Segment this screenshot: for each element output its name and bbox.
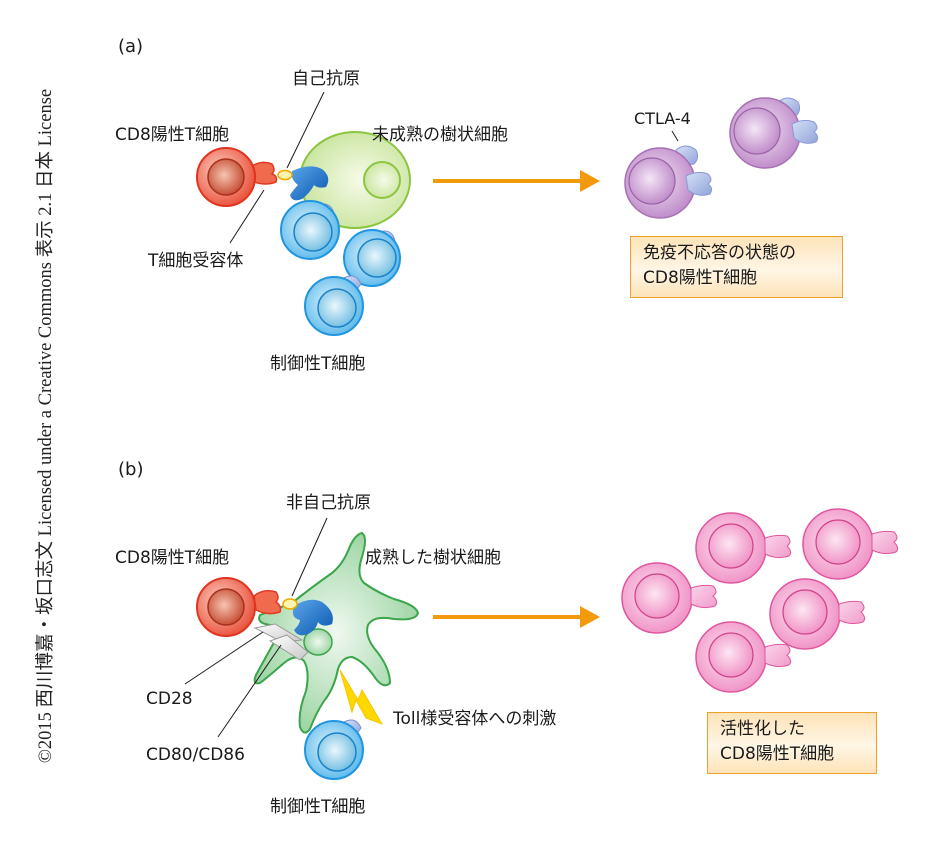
immature-dc-label: 未成熟の樹状細胞 <box>372 124 508 145</box>
outcome-box-activated: 活性化した CD8陽性T細胞 <box>707 712 877 774</box>
mhc-molecule <box>290 166 329 201</box>
cd80-cd86-label: CD80/CD86 <box>146 745 245 765</box>
cd80-cd86-molecule <box>268 634 309 661</box>
outcome-line: CD8陽性T細胞 <box>643 268 758 288</box>
dc-nucleus <box>303 628 333 656</box>
cd8-t-cell-label: CD8陽性T細胞 <box>115 548 229 568</box>
activated-cd8-cell <box>769 578 866 650</box>
immature-dendritic-cell <box>299 131 411 229</box>
self-antigen <box>277 169 293 181</box>
anergic-cd8-cell <box>624 145 713 219</box>
outcome-line: 免疫不応答の状態の <box>643 243 796 263</box>
cd8-t-cell <box>196 577 282 637</box>
leader-line <box>286 91 325 169</box>
non-self-antigen-label: 非自己抗原 <box>286 493 371 513</box>
leader-line <box>184 631 264 685</box>
mature-dendritic-cell <box>253 531 420 734</box>
leader-line <box>229 189 265 244</box>
leader-line <box>671 130 679 142</box>
tcr-label: T細胞受容体 <box>147 251 243 271</box>
treg-cell <box>280 200 340 260</box>
toll-signal-icon <box>339 669 384 725</box>
panel-a-label: (a) <box>118 36 143 57</box>
outcome-line: 活性化した <box>720 719 805 739</box>
treg-cell <box>343 229 401 287</box>
treg-cell <box>304 719 364 780</box>
leader-line <box>291 517 328 597</box>
activated-cd8-cell <box>802 508 899 580</box>
outcome-box-anergic: 免疫不応答の状態の CD8陽性T細胞 <box>630 236 843 298</box>
non-self-antigen <box>282 598 298 610</box>
arrow-to-outcome-a <box>433 170 600 192</box>
treg-label: 制御性T細胞 <box>270 797 365 817</box>
outcome-line: CD8陽性T細胞 <box>720 744 835 764</box>
toll-label: Toll様受容体への刺激 <box>392 709 556 729</box>
anergic-cd8-cell <box>729 97 819 169</box>
leader-line <box>217 644 282 738</box>
panel-b-label: (b) <box>118 459 143 480</box>
activated-cd8-cell <box>695 621 792 693</box>
treg-cell <box>304 275 364 336</box>
cd8-t-cell <box>196 147 278 207</box>
mature-dc-label: 成熟した樹状細胞 <box>365 547 501 568</box>
activated-cd8-cell <box>695 512 792 584</box>
cd8-t-cell-label: CD8陽性T細胞 <box>115 125 229 145</box>
cd28-label: CD28 <box>146 689 193 709</box>
mhc-molecule <box>292 599 333 636</box>
activated-cd8-cell <box>621 562 718 634</box>
self-antigen-label: 自己抗原 <box>292 69 360 89</box>
arrow-to-outcome-b <box>433 606 600 628</box>
treg-label: 制御性T細胞 <box>270 354 365 374</box>
ctla4-label: CTLA-4 <box>634 109 691 128</box>
